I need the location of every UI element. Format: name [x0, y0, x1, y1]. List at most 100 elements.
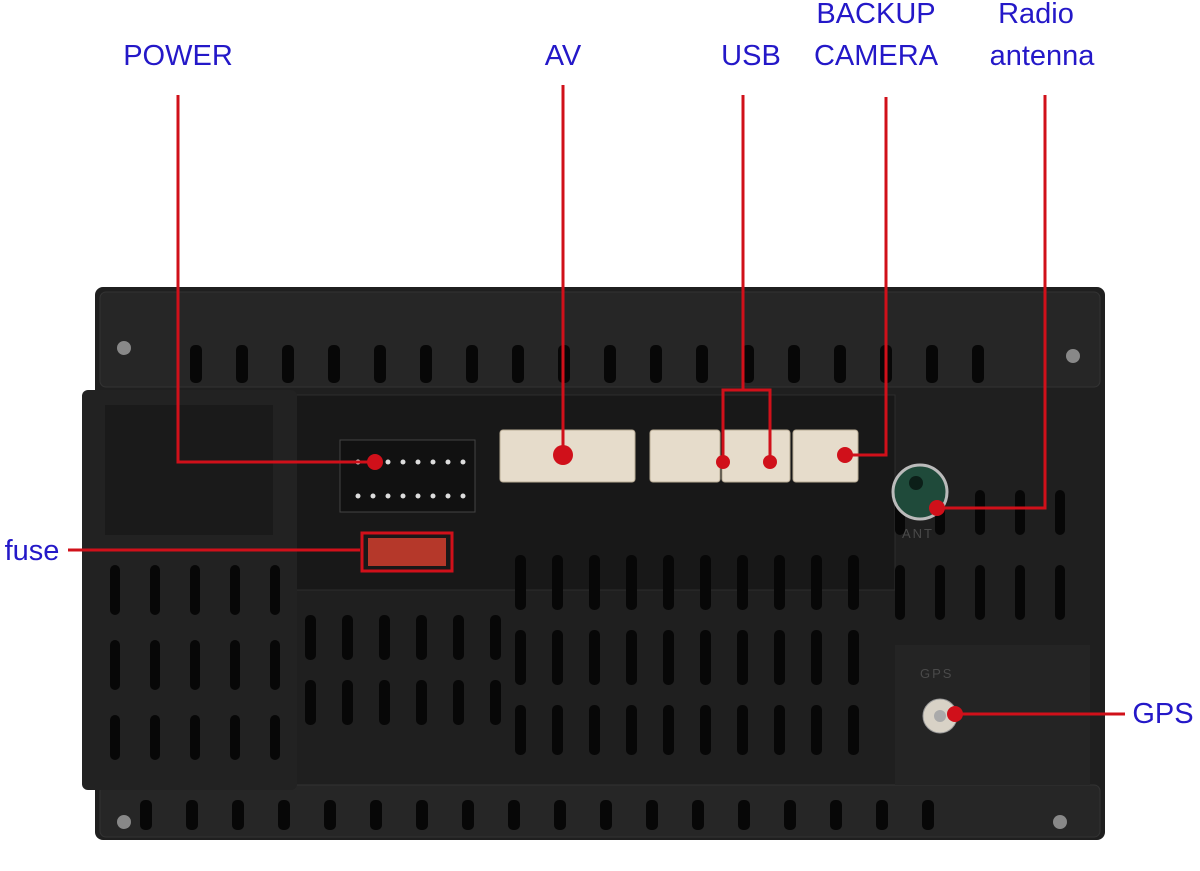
- vent-slot: [416, 680, 427, 725]
- vent-slot: [236, 345, 248, 383]
- connector-pin: [460, 459, 466, 465]
- callout-lines: [68, 85, 1125, 716]
- vent-slot: [700, 705, 711, 755]
- vent-slot: [774, 630, 785, 685]
- vent-slot: [589, 555, 600, 610]
- connector-pin: [385, 459, 391, 465]
- connector-pin: [400, 459, 406, 465]
- vent-slot: [700, 630, 711, 685]
- vent-slot: [696, 345, 708, 383]
- vent-slot: [110, 565, 120, 615]
- power-callout-line: [176, 95, 375, 464]
- vent-slot: [374, 345, 386, 383]
- usb-connector-2: [721, 429, 791, 483]
- vent-slot: [700, 555, 711, 610]
- vent-slot: [975, 490, 985, 535]
- vent-slot: [589, 705, 600, 755]
- vent-slot: [650, 345, 662, 383]
- vent-slot: [150, 715, 160, 760]
- vent-slot: [737, 630, 748, 685]
- vent-slot: [270, 715, 280, 760]
- vent-slot: [1055, 565, 1065, 620]
- usb-label: USB: [721, 40, 781, 72]
- vent-slot: [895, 565, 905, 620]
- vent-slot: [150, 640, 160, 690]
- vent-slot: [626, 705, 637, 755]
- radio-antenna-label-line2: antenna: [989, 40, 1095, 72]
- fuse-label: fuse: [4, 535, 60, 567]
- vent-slot: [737, 555, 748, 610]
- screw: [117, 815, 131, 829]
- vent-slot: [774, 555, 785, 610]
- device-top-frame: [99, 291, 1101, 388]
- vent-slot: [190, 640, 200, 690]
- vent-slot: [626, 555, 637, 610]
- vent-slot: [663, 555, 674, 610]
- vent-slot: [935, 565, 945, 620]
- backup-camera-label-line2: CAMERA: [813, 40, 939, 72]
- vent-slot: [1015, 565, 1025, 620]
- fuse-highlight-box: [360, 531, 454, 573]
- vent-slot: [515, 555, 526, 610]
- vent-slot: [811, 630, 822, 685]
- vent-slot: [552, 705, 563, 755]
- vent-slot: [788, 345, 800, 383]
- vent-slot: [150, 565, 160, 615]
- vent-slot: [110, 715, 120, 760]
- vent-slot: [626, 630, 637, 685]
- vent-slot: [692, 800, 704, 830]
- vent-slot: [453, 615, 464, 660]
- vent-slot: [515, 705, 526, 755]
- vent-slot: [416, 615, 427, 660]
- usb-callout-bracket: [721, 388, 772, 462]
- connector-pin: [445, 459, 451, 465]
- gps-marking: GPS: [920, 666, 954, 681]
- vent-slot: [230, 715, 240, 760]
- vent-slot: [663, 630, 674, 685]
- vent-slot: [834, 345, 846, 383]
- vent-slot: [342, 615, 353, 660]
- screw: [1053, 815, 1067, 829]
- connector-pin: [445, 493, 451, 499]
- vent-slot: [972, 345, 984, 383]
- vent-slot: [589, 630, 600, 685]
- vent-slot: [324, 800, 336, 830]
- camera-callout-line: [845, 97, 888, 457]
- vent-slot: [604, 345, 616, 383]
- vent-slot: [848, 705, 859, 755]
- vent-slot: [490, 615, 501, 660]
- connector-pin: [385, 493, 391, 499]
- vent-slot: [466, 345, 478, 383]
- left-recess: [105, 405, 273, 535]
- vent-slot: [848, 630, 859, 685]
- connector-pin: [400, 493, 406, 499]
- vent-slot: [305, 615, 316, 660]
- vent-slot: [515, 630, 526, 685]
- backup-camera-label-line1: BACKUP: [816, 0, 936, 30]
- connector-pin: [430, 459, 436, 465]
- vent-slot: [552, 555, 563, 610]
- vent-slot: [270, 640, 280, 690]
- vent-slot: [663, 705, 674, 755]
- vent-slot: [490, 680, 501, 725]
- vent-slot: [830, 800, 842, 830]
- connector-pin: [415, 459, 421, 465]
- vent-slot: [453, 680, 464, 725]
- vent-slot: [552, 630, 563, 685]
- av-label: AV: [544, 40, 582, 72]
- vent-slot: [554, 800, 566, 830]
- vent-slot: [230, 565, 240, 615]
- vent-slot: [462, 800, 474, 830]
- vent-slot: [379, 680, 390, 725]
- vent-slot: [278, 800, 290, 830]
- vent-slot: [282, 345, 294, 383]
- vent-slot: [140, 800, 152, 830]
- vent-slot: [305, 680, 316, 725]
- vent-slot: [742, 345, 754, 383]
- vent-slot: [737, 705, 748, 755]
- connector-pin: [415, 493, 421, 499]
- vent-slot: [811, 555, 822, 610]
- vent-slot: [508, 800, 520, 830]
- ant-marking: ANT: [902, 526, 934, 541]
